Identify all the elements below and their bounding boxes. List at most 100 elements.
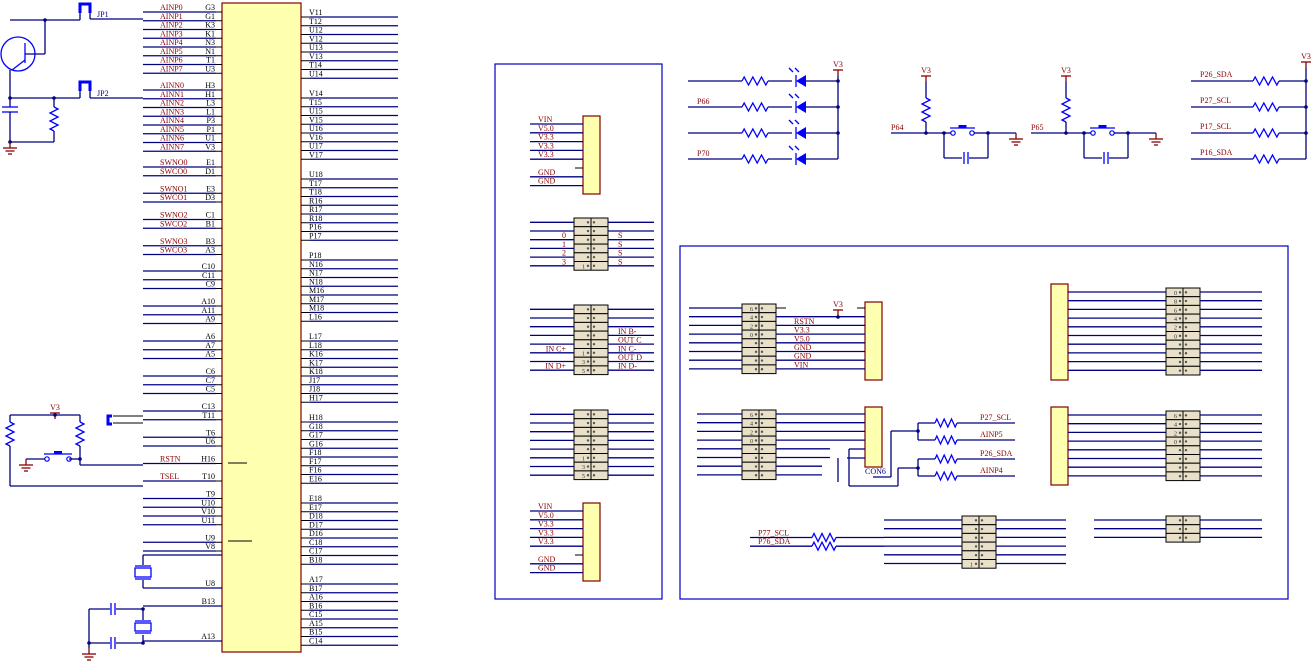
pin-name: L16 — [309, 312, 322, 321]
pin-name: A5 — [205, 350, 215, 359]
junction-dot — [43, 18, 47, 22]
net-label: AINN0 — [160, 81, 184, 90]
pin-name: K3 — [205, 21, 215, 30]
pin-number: 0 — [1174, 334, 1177, 340]
pin-dot — [754, 324, 758, 327]
pin-dot — [974, 536, 978, 539]
pin-dot — [760, 430, 764, 433]
pin-dot — [1184, 466, 1188, 469]
pin-dot — [586, 264, 590, 268]
pin-dot — [760, 421, 764, 425]
header-right-label: S — [618, 249, 622, 258]
pin-name: E16 — [309, 474, 322, 483]
led-icon — [788, 119, 806, 139]
pin-name: J18 — [309, 385, 320, 394]
contact — [1090, 130, 1096, 136]
power-net-label: V3.3 — [538, 528, 554, 537]
resistor-icon — [1060, 97, 1072, 123]
net-label: SWNO2 — [160, 211, 188, 220]
power-net-label: VIN — [538, 502, 552, 511]
pin-dot — [586, 474, 590, 477]
pin-name: B17 — [309, 584, 322, 593]
resistor-icon — [1252, 75, 1280, 87]
pin-header: 135 — [573, 409, 609, 481]
wire — [794, 145, 800, 151]
pin-dot — [1178, 457, 1182, 461]
pin-dot — [592, 369, 596, 372]
i2c-net-label: P17_SCL — [1200, 122, 1231, 131]
pin-dot — [1184, 440, 1188, 443]
net-label: AINP0 — [160, 3, 183, 12]
pin-dot — [1178, 291, 1182, 294]
net-label: AINP7 — [160, 64, 183, 73]
pin-name: U18 — [309, 170, 323, 179]
pin-name: P1 — [207, 125, 215, 134]
wire — [11, 59, 26, 71]
power-connector-body — [582, 115, 601, 195]
pin-dot — [592, 430, 596, 433]
pin-name: H16 — [201, 455, 215, 464]
pin-dot — [754, 430, 758, 433]
pin-name: M18 — [309, 304, 324, 313]
connector-body — [864, 301, 883, 381]
pin-number: 4 — [750, 316, 753, 322]
pin-name: P16 — [309, 223, 321, 232]
pin-number: 6 — [750, 413, 753, 419]
power-connector-body — [582, 502, 601, 582]
contact — [969, 130, 975, 136]
resistor-icon — [1252, 127, 1280, 139]
h5-net-label: P76_SDA — [758, 537, 791, 546]
pin-dot — [1184, 334, 1188, 338]
pin-dot — [754, 341, 758, 345]
net-label: AINP1 — [160, 12, 183, 21]
power-net-label: V3.3 — [538, 537, 554, 546]
pin-name: E1 — [206, 158, 215, 167]
pin-name: C5 — [206, 385, 215, 394]
pin-name: N1 — [205, 47, 215, 56]
pin-number: 4 — [1174, 317, 1177, 323]
net-label: TSEL — [160, 472, 179, 481]
pin-dot — [586, 456, 590, 460]
pin-name: R16 — [309, 196, 322, 205]
net-label: AINP6 — [160, 56, 183, 65]
power-label: V3 — [921, 66, 931, 75]
pin-dot — [980, 527, 984, 531]
pin-dot — [592, 316, 596, 320]
pin-name: G16 — [309, 439, 323, 448]
pin-name: G1 — [205, 12, 215, 21]
header-left-label: IN D+ — [545, 362, 566, 371]
pin-name: T18 — [309, 188, 322, 197]
pin-name: T6 — [206, 428, 215, 437]
header-right-label: IN C- — [618, 344, 637, 353]
connector-body — [1050, 406, 1069, 486]
pin-name: D16 — [309, 529, 323, 538]
pin-name: A17 — [309, 575, 323, 584]
pin-name: T10 — [202, 472, 215, 481]
i2c-net-label: P27_SCL — [1200, 96, 1231, 105]
jumper-label: JP1 — [97, 10, 109, 19]
button-cap — [1098, 125, 1107, 128]
pin-dot — [1184, 519, 1188, 522]
junction-dot — [87, 641, 91, 645]
pin-dot — [592, 255, 596, 259]
pin-header: 1 — [573, 217, 609, 271]
pin-dot — [1184, 299, 1188, 303]
net-label: RSTN — [160, 455, 181, 464]
pin-name: T15 — [309, 98, 322, 107]
pin-number: 3 — [582, 465, 585, 471]
power-net-label: V3.3 — [538, 133, 554, 142]
pin-dot — [1184, 422, 1188, 426]
pin-dot — [1184, 325, 1188, 329]
pin-name: C13 — [202, 402, 215, 411]
pin-dot — [1178, 325, 1182, 329]
header-left-label: 2 — [562, 249, 566, 258]
pin-name: N3 — [205, 38, 215, 47]
pin-name: C18 — [309, 538, 322, 547]
pin-dot — [592, 325, 596, 328]
pin-dot — [592, 456, 596, 460]
pin-number: 3 — [582, 360, 585, 366]
pushbutton-icon — [1090, 125, 1115, 136]
pin-dot — [754, 368, 758, 371]
ground-icon — [1149, 133, 1163, 146]
